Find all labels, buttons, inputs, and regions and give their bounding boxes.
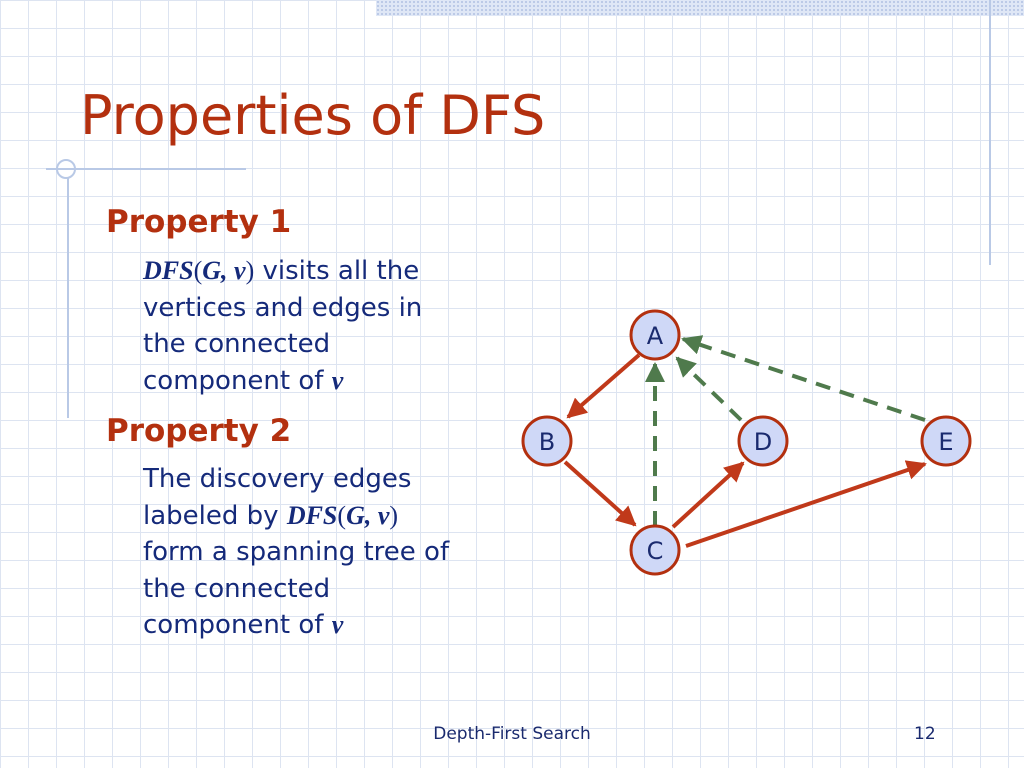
dfs-call: DFS(G, v) [286, 500, 399, 530]
slide-number: 12 [914, 724, 936, 744]
vertex-c: C [629, 524, 681, 576]
slide-title: Properties of DFS [80, 84, 546, 147]
property-2-heading: Property 2 [106, 413, 292, 449]
dfs-graph: A B C D E [521, 309, 972, 576]
back-edge-d-a [675, 356, 743, 422]
svg-text:A: A [647, 322, 664, 350]
title-underline-rule [46, 168, 246, 170]
svg-text:C: C [647, 537, 664, 565]
property-2-text: The discovery edges labeled by DFS(G, v)… [143, 464, 450, 640]
footer-title: Depth-First Search [433, 724, 591, 744]
discovery-edge-b-c [563, 460, 637, 527]
svg-text:B: B [539, 428, 555, 456]
title-ring-ornament [56, 159, 76, 179]
discovery-edge-a-b [566, 353, 641, 419]
dfs-call: DFS(G, v) [143, 256, 255, 285]
property-1-text: DFS(G, v) visits all the vertices and ed… [143, 256, 423, 396]
svg-text:E: E [938, 428, 953, 456]
discovery-edge-c-d [671, 461, 745, 529]
vertex-e: E [920, 415, 972, 467]
vertex-d: D [737, 415, 789, 467]
property-1-heading: Property 1 [106, 204, 292, 240]
svg-text:D: D [754, 428, 772, 456]
right-decorative-rule [989, 0, 991, 265]
vertex-a: A [629, 309, 681, 361]
discovery-edge-c-e [685, 460, 927, 548]
top-decorative-band [376, 0, 1024, 16]
back-edge-e-a [681, 335, 926, 422]
left-decorative-rule [67, 178, 69, 418]
vertex-b: B [521, 415, 573, 467]
